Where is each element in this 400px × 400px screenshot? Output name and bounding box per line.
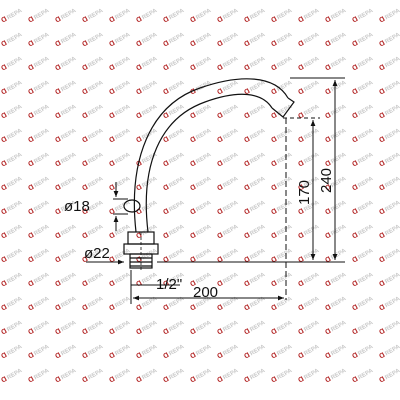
outlet-diameter-label: ø18 <box>64 198 90 215</box>
total-height-label: 240 <box>318 168 335 193</box>
faucet-outline <box>123 78 295 270</box>
thread-label: 1/2" <box>156 276 182 293</box>
spout-outer <box>133 78 289 233</box>
aerator <box>123 199 141 213</box>
spout-tip <box>271 97 295 118</box>
reach-label: 200 <box>193 284 218 301</box>
spout-inner <box>145 93 273 233</box>
spout-height-label: 170 <box>296 180 313 205</box>
dimension-lines <box>86 77 345 304</box>
dimension-labels: ø18 ø22 1/2" 200 170 240 <box>64 168 335 301</box>
base-diameter-label: ø22 <box>84 245 110 262</box>
